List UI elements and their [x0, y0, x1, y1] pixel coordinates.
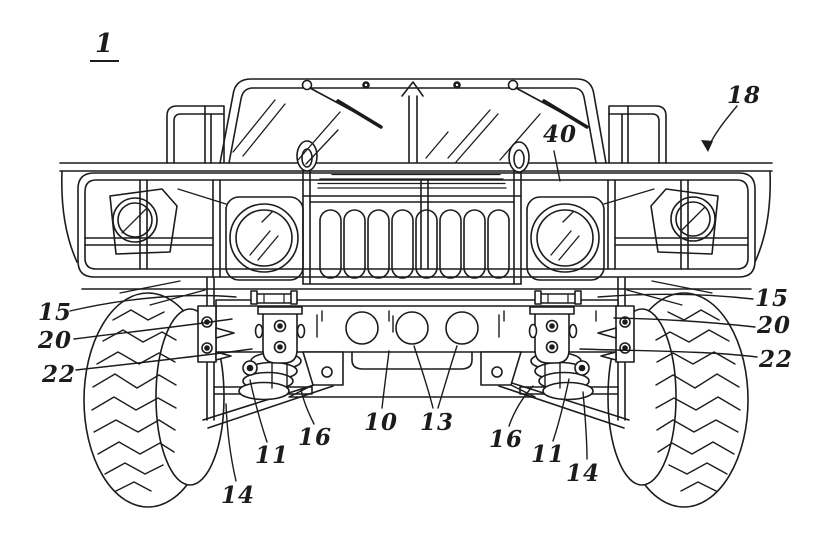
callout-leaders — [69, 105, 758, 482]
left-hub — [242, 360, 258, 376]
right-bumper-latch — [534, 290, 582, 305]
callout-13-holes: 13 — [420, 409, 455, 436]
cowl-beam — [59, 162, 773, 172]
right-bumper-bracket — [480, 351, 522, 386]
right-hub — [574, 360, 590, 376]
right-front-tire — [607, 292, 749, 508]
leader-16-left — [300, 388, 315, 425]
left-headlight — [225, 196, 304, 281]
leader-18-arrow — [708, 105, 738, 147]
left-shock-clevis — [254, 306, 306, 389]
bumper-hole — [395, 311, 429, 345]
grille — [302, 170, 522, 285]
glass-reflections — [232, 99, 541, 165]
arrowhead-18 — [701, 140, 713, 152]
right-wiper — [507, 79, 589, 129]
bumper-hole — [345, 311, 379, 345]
callout-11-left: 11 — [255, 442, 290, 469]
callout-16-right: 16 — [489, 426, 524, 453]
leader-22-right — [579, 348, 758, 358]
callout-15-right: 15 — [755, 285, 790, 312]
callout-15-left: 15 — [38, 299, 73, 326]
callout-11-right: 11 — [531, 441, 566, 468]
cab-windshield — [219, 78, 607, 165]
callout-22-left: 22 — [42, 361, 77, 388]
right-headlight — [526, 196, 605, 281]
left-bumper-latch — [250, 290, 298, 305]
right-mirror-housing — [608, 105, 667, 164]
leader-15-left — [69, 294, 237, 312]
bumper-hole — [445, 311, 479, 345]
callout-16-left: 16 — [298, 424, 333, 451]
leader-11-left — [249, 379, 268, 443]
callout-20-right: 20 — [757, 312, 792, 339]
left-mirror-housing — [166, 105, 225, 164]
callout-22-right: 22 — [759, 346, 794, 373]
body-front — [59, 105, 773, 306]
leader-22-left — [75, 348, 253, 371]
figure-number-label: 1 — [90, 31, 120, 62]
right-tire-tread — [655, 309, 741, 492]
washer-nozzles — [362, 81, 461, 89]
leader-40 — [553, 150, 561, 182]
leader-14-left — [225, 403, 237, 482]
leader-15-right — [597, 293, 754, 300]
leader-13a — [413, 345, 434, 409]
leader-13b — [437, 345, 458, 409]
callout-14-right: 14 — [566, 460, 601, 487]
left-bumper-bracket — [302, 351, 344, 386]
callout-40-hood: 40 — [543, 121, 578, 148]
left-suspension — [197, 305, 306, 401]
right-shock-clevis — [528, 306, 578, 389]
leader-16-right — [508, 385, 534, 427]
callout-18-brush-guard: 18 — [727, 82, 762, 109]
left-front-tire — [83, 292, 225, 508]
left-tire-tread — [91, 309, 177, 492]
leader-10 — [381, 350, 390, 409]
windshield-divider — [401, 81, 424, 163]
leader-20-right — [613, 317, 756, 328]
brush-guard — [77, 172, 756, 278]
callout-20-left: 20 — [38, 327, 73, 354]
left-wiper — [301, 79, 383, 129]
hood-latch-loops — [296, 140, 530, 173]
callout-10-bumper: 10 — [364, 409, 399, 436]
leader-14-right — [582, 391, 588, 460]
leader-20-left — [73, 318, 233, 340]
leader-11-right — [552, 378, 570, 442]
callout-14-left: 14 — [221, 482, 256, 509]
